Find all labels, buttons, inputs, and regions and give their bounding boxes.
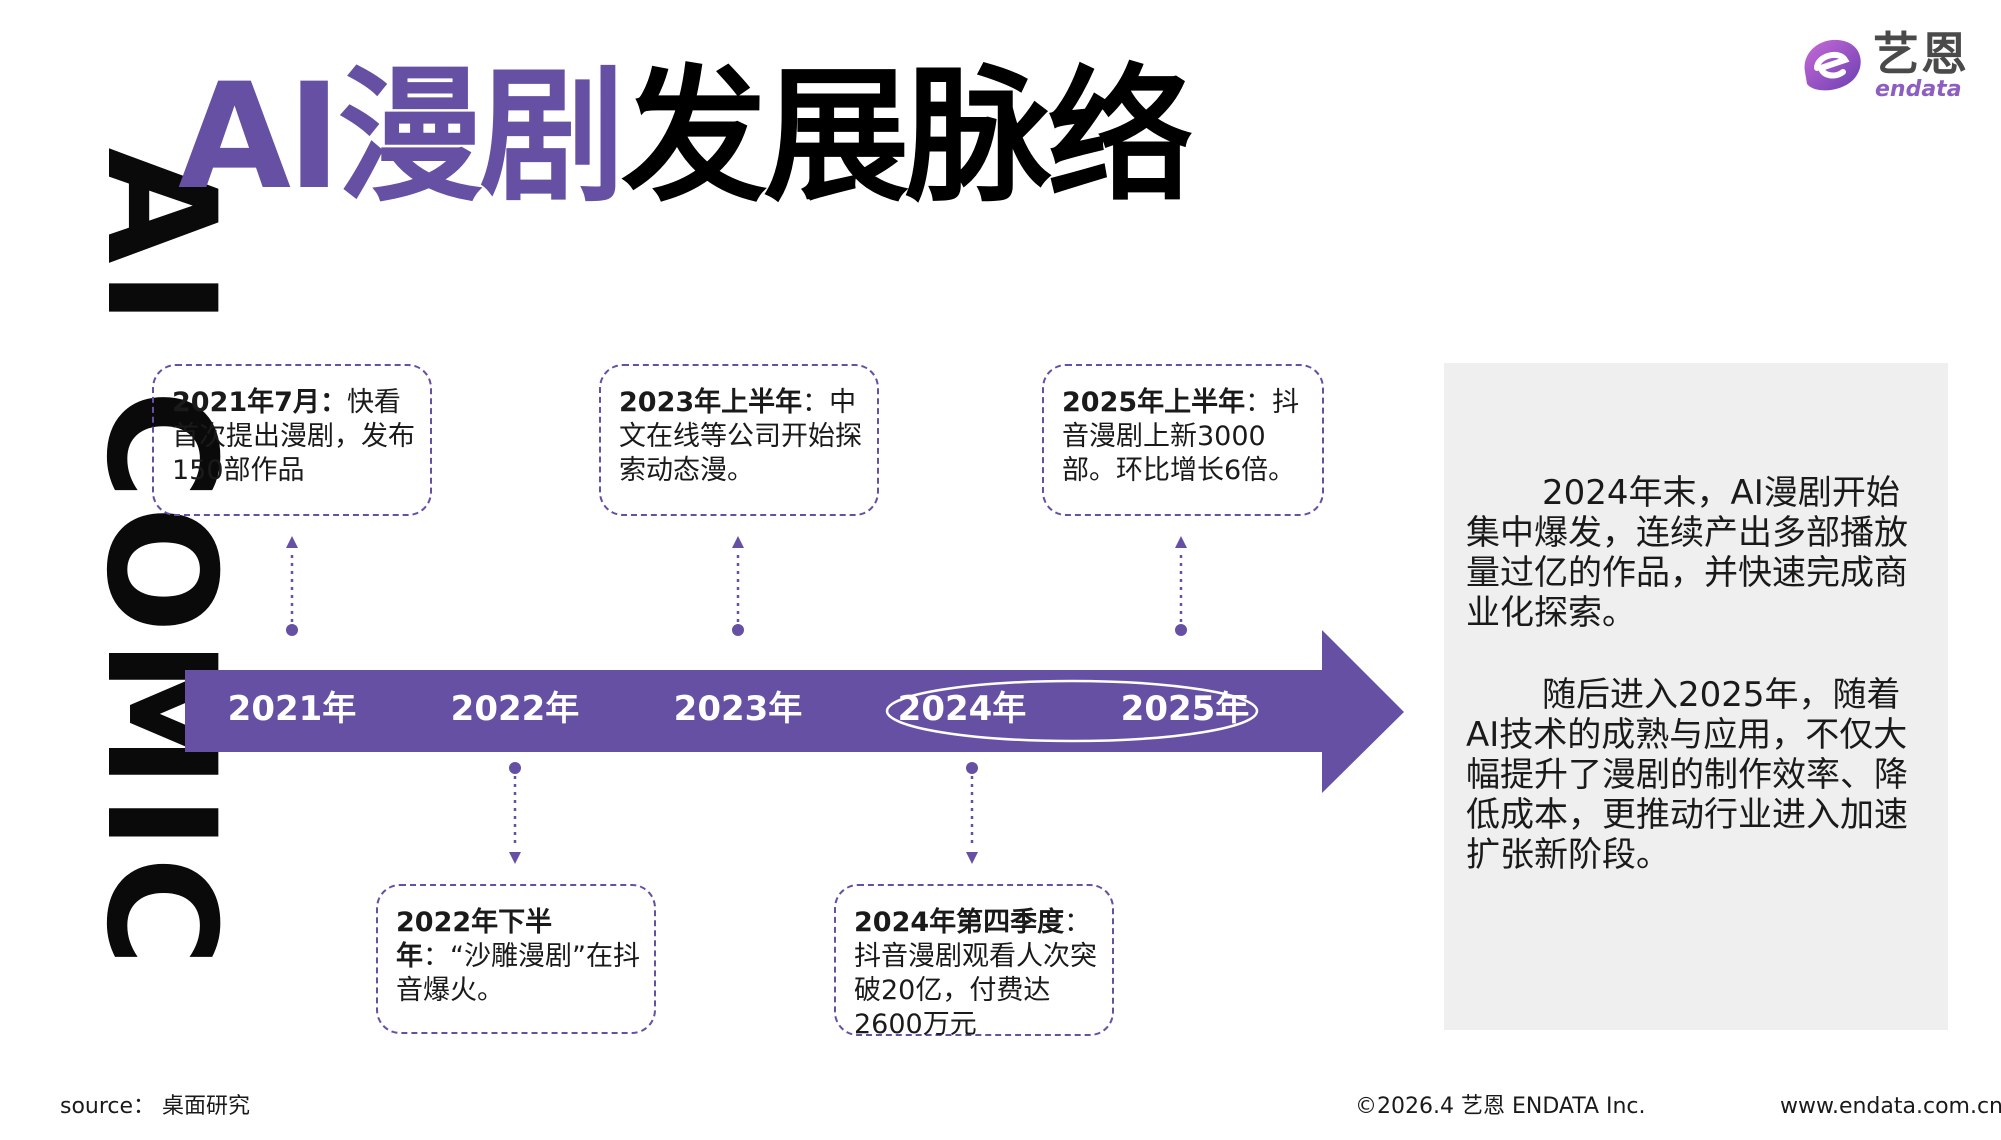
brand-logo: 艺恩 endata [1795,28,1980,103]
title-rest: 发展脉络 [621,52,1193,222]
connector-2025 [1175,536,1187,636]
year-highlight-ring [885,679,1259,743]
timeline-arrow [185,630,1404,793]
summary-panel: 2024年末，AI漫剧开始集中爆发，连续产出多部播放量过亿的作品，并快速完成商业… [1444,363,1948,1030]
page-title: AI漫剧发展脉络 [178,52,1193,222]
event-date: 2023年上半年 [619,387,803,418]
summary-paragraph-1: 2024年末，AI漫剧开始集中爆发，连续产出多部播放量过亿的作品，并快速完成商业… [1466,473,1908,633]
title-accent: AI漫剧 [178,52,625,222]
connector-2024 [966,762,978,864]
summary-paragraph-2: 随后进入2025年，随着AI技术的成熟与应用，不仅大幅提升了漫剧的制作效率、降低… [1466,675,1908,875]
endata-logo-icon [1804,39,1861,91]
event-date: 2021年7月 [172,387,320,418]
event-date: 2024年第四季度 [854,907,1065,938]
event-callout-2021: 2021年7月：快看首次提出漫剧，发布150部作品 [152,364,432,516]
event-text: 抖音漫剧观看人次突破20亿，付费达2600万元 [854,941,1097,1040]
year-label-2022: 2022年 [450,689,580,729]
event-callout-2022: 2022年下半年：“沙雕漫剧”在抖音爆火。 [376,884,656,1034]
connector-2023 [732,536,744,636]
logo-english: endata [1875,77,1962,102]
footer-website[interactable]: www.endata.com.cn [1780,1094,2001,1119]
connector-2021 [286,536,298,636]
year-label-2023: 2023年 [673,689,803,729]
event-callout-2023: 2023年上半年：中文在线等公司开始探索动态漫。 [599,364,879,516]
event-callout-2024: 2024年第四季度：抖音漫剧观看人次突破20亿，付费达2600万元 [834,884,1114,1040]
event-callout-2025: 2025年上半年：抖音漫剧上新3000部。环比增长6倍。 [1042,364,1324,516]
event-date: 2025年上半年 [1062,387,1246,418]
event-text: “沙雕漫剧”在抖音爆火。 [396,941,640,1006]
footer-copyright: ©2026.4 艺恩 ENDATA Inc. [1355,1094,1646,1119]
event-text: 快看首次提出漫剧，发布150部作品 [172,387,415,486]
event-text: 抖音漫剧上新3000部。环比增长6倍。 [1062,387,1300,486]
connector-2022 [509,762,521,864]
logo-chinese: 艺恩 [1873,27,1969,81]
year-label-2024: 2024年 [897,689,1027,729]
year-label-2021: 2021年 [227,689,357,729]
year-label-2025: 2025年 [1120,689,1250,729]
footer-source: source： 桌面研究 [60,1094,251,1119]
event-date: 2022年下半年 [396,907,553,972]
event-text: 中文在线等公司开始探索动态漫。 [619,387,862,486]
